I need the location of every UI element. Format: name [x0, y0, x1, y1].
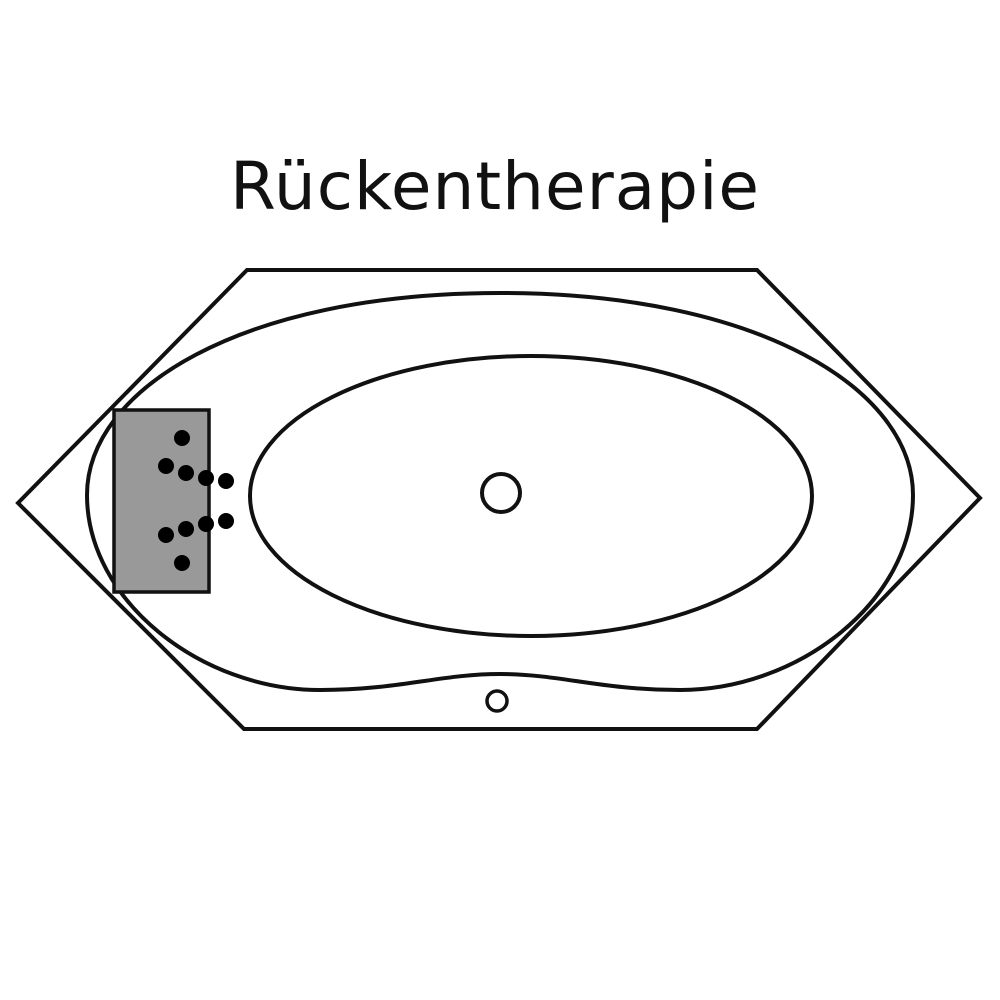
jet-dot-icon	[178, 465, 194, 481]
jet-dot-icon	[178, 521, 194, 537]
back-therapy-zone	[112, 408, 211, 594]
jet-dot-icon	[218, 473, 234, 489]
tub-basin-inner	[248, 354, 814, 638]
diagram-title: Rückentherapie	[229, 148, 761, 225]
jet-dot-icon	[174, 430, 190, 446]
jet-dot-icon	[198, 470, 214, 486]
jet-group	[158, 430, 234, 571]
jet-dot-icon	[198, 516, 214, 532]
jet-dot-icon	[218, 513, 234, 529]
overflow-icon	[485, 689, 509, 713]
drain-icon	[480, 472, 522, 514]
jet-dot-icon	[158, 458, 174, 474]
jet-dot-icon	[158, 527, 174, 543]
tub-basin-outer	[84, 290, 916, 693]
tub-outline-hexagon	[15, 268, 983, 731]
jet-dot-icon	[174, 555, 190, 571]
